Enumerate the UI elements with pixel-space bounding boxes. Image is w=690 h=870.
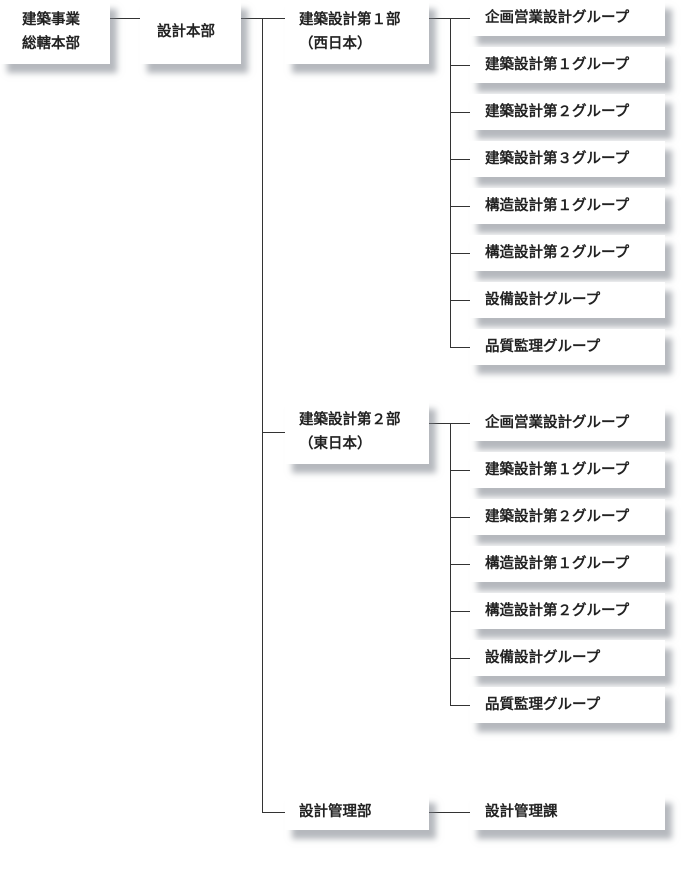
group-box: 設計管理課 [470,794,665,830]
dept1-line2: （西日本） [299,36,372,52]
group-box: 企画営業設計グループ [470,405,665,441]
group-box: 構造設計第２グループ [470,593,665,629]
dept2-line1: 建築設計第２部 [299,412,401,428]
root-line1: 建築事業 [22,12,80,28]
dept3-label: 設計管理部 [299,804,372,820]
group-label: 建築設計第１グループ [485,462,630,478]
group-label: 企画営業設計グループ [485,415,630,431]
group-label: 構造設計第１グループ [485,198,630,214]
connector [429,812,470,813]
connector [450,112,470,113]
group-box: 建築設計第３グループ [470,141,665,177]
connector [450,300,470,301]
group-label: 品質監理グループ [485,339,601,355]
dept1-line1: 建築設計第１部 [299,12,401,28]
connector [450,470,470,471]
connector [429,18,450,19]
root-division-box: 建築事業 総轄本部 [0,0,110,64]
group-box: 設備設計グループ [470,282,665,318]
group-label: 構造設計第１グループ [485,556,630,572]
group-box: 品質監理グループ [470,329,665,365]
dept3-box: 設計管理部 [285,794,429,830]
connector [450,159,470,160]
group-label: 設備設計グループ [485,292,601,308]
hq-label: 設計本部 [157,24,215,40]
group-label: 建築設計第１グループ [485,57,630,73]
connector [450,658,470,659]
hq-box: 設計本部 [140,0,241,64]
connector [262,432,285,433]
group-label: 構造設計第２グループ [485,245,630,261]
connector [429,423,450,424]
connector [262,812,285,813]
group-box: 建築設計第２グループ [470,94,665,130]
dept2-box: 建築設計第２部 （東日本） [285,400,429,464]
connector [450,564,470,565]
group-label: 設備設計グループ [485,650,601,666]
connector [450,347,470,348]
group-box: 設備設計グループ [470,640,665,676]
group-label: 設計管理課 [485,804,558,820]
connector [110,18,140,19]
group-label: 建築設計第２グループ [485,509,630,525]
group-box: 建築設計第１グループ [470,452,665,488]
group-box: 品質監理グループ [470,687,665,723]
connector [450,517,470,518]
connector [450,705,470,706]
group-box: 建築設計第１グループ [470,47,665,83]
group-label: 建築設計第３グループ [485,151,630,167]
dept1-box: 建築設計第１部 （西日本） [285,0,429,64]
group-box: 構造設計第２グループ [470,235,665,271]
connector [450,253,470,254]
group-box: 企画営業設計グループ [470,0,665,36]
connector [450,611,470,612]
group-label: 品質監理グループ [485,697,601,713]
group-label: 建築設計第２グループ [485,104,630,120]
group-label: 企画営業設計グループ [485,10,630,26]
group-box: 構造設計第１グループ [470,188,665,224]
connector-trunk [262,18,263,813]
connector-branch [450,18,451,348]
dept2-line2: （東日本） [299,436,372,452]
root-line2: 総轄本部 [22,36,80,52]
group-box: 構造設計第１グループ [470,546,665,582]
group-label: 構造設計第２グループ [485,603,630,619]
connector [450,18,470,19]
connector [450,206,470,207]
group-box: 建築設計第２グループ [470,499,665,535]
connector [450,423,470,424]
connector [450,65,470,66]
connector [241,18,285,19]
